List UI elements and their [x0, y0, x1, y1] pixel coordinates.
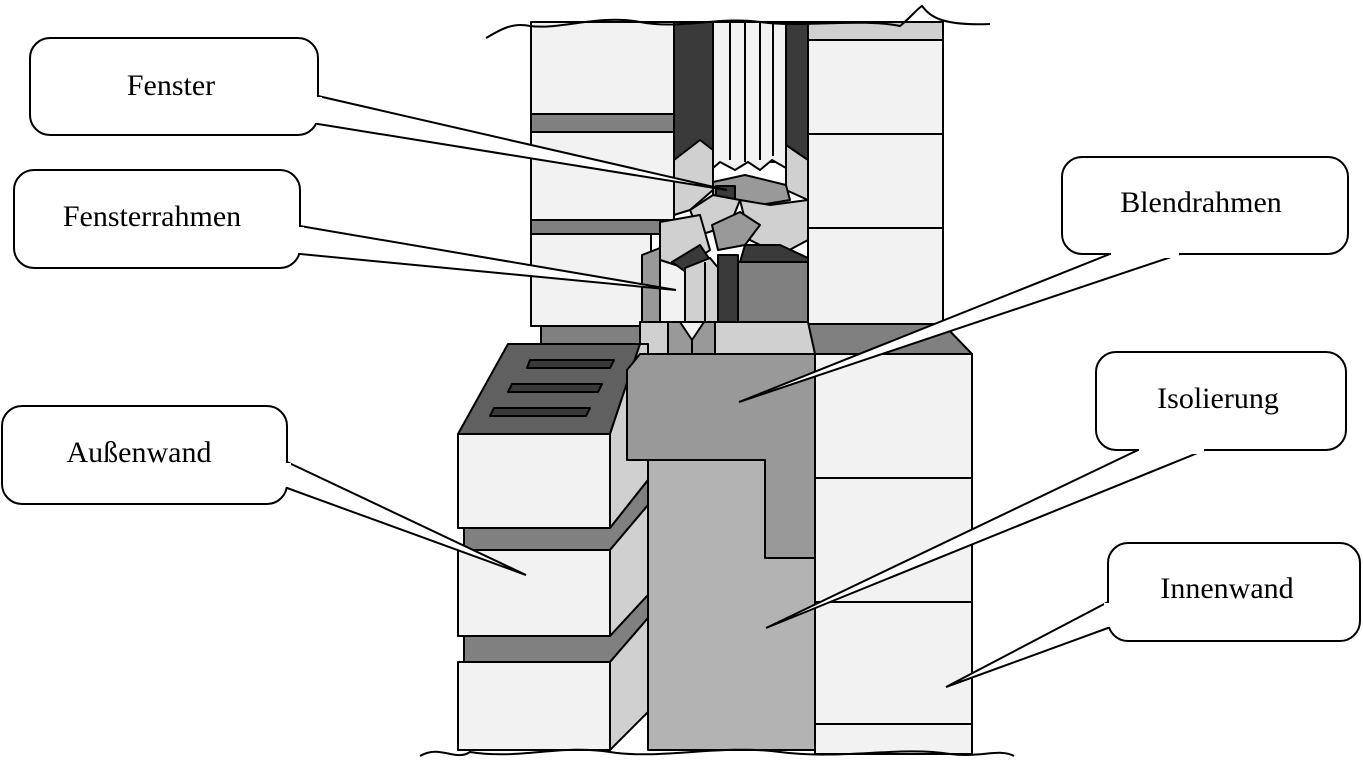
- label-isolierung: Isolierung: [1157, 382, 1279, 415]
- label-fenster: Fenster: [127, 69, 215, 102]
- window-frame: [641, 214, 809, 323]
- outer-wall: [457, 343, 649, 751]
- label-innenwand: Innenwand: [1160, 572, 1293, 605]
- callout-innenwand: Innenwand: [945, 542, 1361, 688]
- label-blendrahmen: Blendrahmen: [1120, 186, 1282, 219]
- callout-blendrahmen: Blendrahmen: [738, 156, 1349, 403]
- label-aussenwand: Außenwand: [67, 436, 212, 469]
- inner-wall: [814, 353, 973, 755]
- callout-aussenwand: Außenwand: [1, 405, 527, 576]
- window-glass: [673, 21, 809, 171]
- upper-inner-wall: [807, 21, 973, 355]
- window-sill: [639, 321, 816, 355]
- break-lines: [419, 4, 1015, 757]
- callout-fensterrahmen: Fensterrahmen: [13, 169, 677, 291]
- callout-isolierung: Isolierung: [765, 351, 1347, 629]
- callout-fenster: Fenster: [29, 37, 728, 191]
- label-fensterrahmen: Fensterrahmen: [63, 200, 241, 233]
